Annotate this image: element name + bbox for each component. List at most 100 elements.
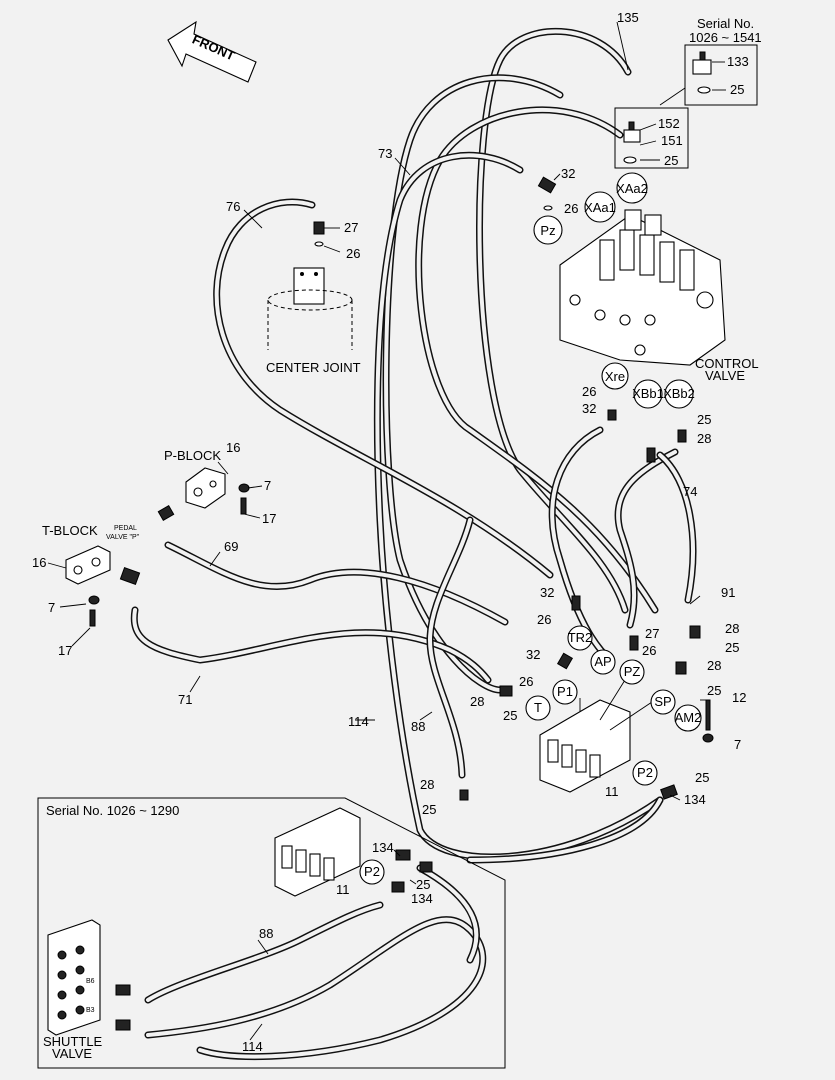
callout-25c: 25 xyxy=(697,412,711,427)
callout-11a: 11 xyxy=(605,784,619,799)
p-block: P-BLOCK PEDAL VALVE "P" xyxy=(106,448,250,541)
port-b3-label: B3 xyxy=(86,1007,95,1014)
svg-text:AM2: AM2 xyxy=(675,710,702,725)
svg-text:XBb2: XBb2 xyxy=(663,386,695,401)
hose-73 xyxy=(382,74,564,694)
callout-16b: 16 xyxy=(32,555,46,570)
callout-26d: 26 xyxy=(537,612,551,627)
serial-detail-top: Serial No. 1026 ~ 1541 xyxy=(614,16,762,169)
callout-28e: 28 xyxy=(420,777,434,792)
callout-26c: 26 xyxy=(582,384,596,399)
pedal-valve-title-2: VALVE "P" xyxy=(106,534,140,541)
callout-28a: 28 xyxy=(697,431,711,446)
svg-text:P1: P1 xyxy=(557,684,573,699)
svg-text:AP: AP xyxy=(594,654,611,669)
callout-numbers: 135 133 25 152 151 25 73 32 26 76 27 26 … xyxy=(32,10,749,817)
fittings xyxy=(459,176,714,801)
t-block: T-BLOCK xyxy=(42,523,141,627)
leader-lines xyxy=(47,21,726,801)
callout-134b: 134 xyxy=(372,840,394,855)
callout-26a: 26 xyxy=(564,201,578,216)
svg-text:T: T xyxy=(534,700,542,715)
shuttle-valve-title-2: VALVE xyxy=(52,1046,92,1061)
callout-25h: 25 xyxy=(695,770,709,785)
p-block-title: P-BLOCK xyxy=(164,448,221,463)
svg-text:Xre: Xre xyxy=(605,369,625,384)
callout-133: 133 xyxy=(727,54,749,69)
inset-serial-title: Serial No. 1026 ~ 1290 xyxy=(46,803,179,818)
callout-26b: 26 xyxy=(346,246,360,261)
port-p2-inset: P2 xyxy=(359,859,385,885)
port-xaa2: XAa2 xyxy=(616,172,648,204)
callout-88b: 88 xyxy=(259,926,273,941)
svg-text:XAa1: XAa1 xyxy=(584,200,616,215)
callout-17a: 17 xyxy=(262,511,276,526)
port-ap: AP xyxy=(590,649,616,675)
callout-25g: 25 xyxy=(422,802,436,817)
svg-text:P2: P2 xyxy=(364,864,380,879)
hose-76 xyxy=(213,198,554,579)
callout-71: 71 xyxy=(178,692,192,707)
callout-28c: 28 xyxy=(707,658,721,673)
callout-32a: 32 xyxy=(561,166,575,181)
front-arrow: FRONT xyxy=(167,20,257,83)
callout-114a: 114 xyxy=(348,714,369,729)
control-valve: CONTROL VALVE xyxy=(559,209,759,383)
port-pz-top: Pz xyxy=(533,215,563,245)
hose-74 xyxy=(548,426,679,664)
callout-25f: 25 xyxy=(503,708,517,723)
callout-25d: 25 xyxy=(725,640,739,655)
svg-text:Pz: Pz xyxy=(540,223,555,238)
port-bubbles: XAa2 XAa1 Pz Xre XBb1 XBb2 TR2 AP PZ P1 … xyxy=(525,172,702,786)
hose-88 xyxy=(426,516,474,779)
callout-25i: 25 xyxy=(416,877,430,892)
callout-114b: 114 xyxy=(242,1039,263,1054)
callout-76: 76 xyxy=(226,199,240,214)
port-xre: Xre xyxy=(601,362,629,390)
callout-12: 12 xyxy=(732,690,746,705)
svg-text:PZ: PZ xyxy=(624,664,641,679)
svg-text:XBb1: XBb1 xyxy=(632,386,664,401)
callout-25a: 25 xyxy=(730,82,744,97)
callout-26e: 26 xyxy=(642,643,656,658)
hoses xyxy=(130,28,697,864)
callout-27b: 27 xyxy=(645,626,659,641)
callout-74: 74 xyxy=(683,484,697,499)
manifold-11 xyxy=(539,679,656,793)
callout-28d: 28 xyxy=(470,694,484,709)
hose-p2 xyxy=(466,796,664,864)
port-xbb2: XBb2 xyxy=(663,379,695,409)
center-joint: CENTER JOINT xyxy=(266,221,361,375)
callout-26f: 26 xyxy=(519,674,533,689)
port-am2: AM2 xyxy=(674,704,702,732)
shuttle-valve-title-1: SHUTTLE xyxy=(43,1034,103,1049)
port-t: T xyxy=(525,695,551,721)
callout-152: 152 xyxy=(658,116,680,131)
port-p2: P2 xyxy=(632,760,658,786)
callout-25b: 25 xyxy=(664,153,678,168)
port-tr2: TR2 xyxy=(567,625,593,651)
svg-text:XAa2: XAa2 xyxy=(616,181,648,196)
port-xaa1: XAa1 xyxy=(584,191,616,223)
port-xbb1: XBb1 xyxy=(632,379,664,409)
callout-17b: 17 xyxy=(58,643,72,658)
control-valve-title-1: CONTROL xyxy=(695,356,759,371)
callout-28b: 28 xyxy=(725,621,739,636)
callout-73: 73 xyxy=(378,146,392,161)
callout-88a: 88 xyxy=(411,719,425,734)
port-pz2: PZ xyxy=(619,659,645,685)
callout-25e: 25 xyxy=(707,683,721,698)
center-joint-title: CENTER JOINT xyxy=(266,360,361,375)
callout-11b: 11 xyxy=(336,882,350,897)
port-p1: P1 xyxy=(552,679,578,705)
callout-7a: 7 xyxy=(264,478,271,493)
t-block-title: T-BLOCK xyxy=(42,523,98,538)
callout-32d: 32 xyxy=(526,647,540,662)
callout-135: 135 xyxy=(617,10,639,25)
port-sp: SP xyxy=(650,689,676,715)
callout-69: 69 xyxy=(224,539,238,554)
svg-text:TR2: TR2 xyxy=(568,630,593,645)
control-valve-title-2: VALVE xyxy=(705,368,745,383)
callout-7b: 7 xyxy=(48,600,55,615)
